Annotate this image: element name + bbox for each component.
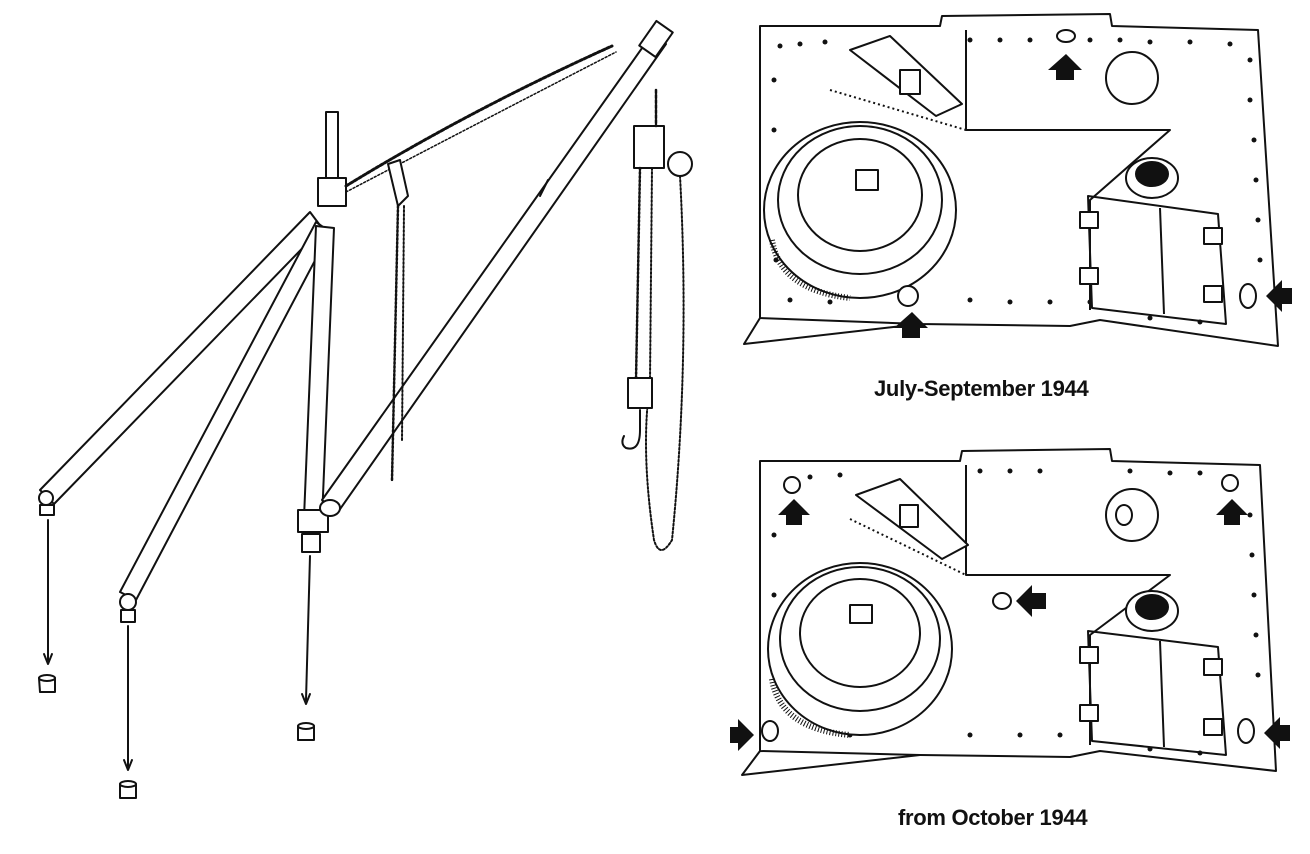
turret-roof-plate-icon — [743, 13, 1292, 347]
mounting-socket-icon — [1056, 29, 1076, 43]
mounting-socket-icon — [992, 592, 1012, 610]
arrow-icon — [1216, 499, 1248, 525]
mounting-socket-icon — [897, 285, 919, 307]
mounting-socket-icon — [783, 476, 801, 494]
mounting-socket-icon — [119, 780, 137, 799]
mounting-socket-icon — [1221, 474, 1239, 492]
arrow-icon — [1266, 280, 1292, 312]
arrow-icon — [778, 499, 810, 525]
turret-roof-plate-icon — [730, 448, 1290, 776]
arrow-icon — [1264, 717, 1290, 749]
arrow-icon — [730, 719, 754, 751]
mounting-socket-icon — [761, 720, 779, 742]
arrow-icon — [1048, 54, 1082, 80]
mounting-socket-icon — [1237, 718, 1255, 744]
mounting-socket-icon — [297, 722, 315, 741]
tripod-gantry-crane-icon — [38, 19, 693, 799]
caption-from-october-1944: from October 1944 — [898, 805, 1088, 830]
turret-plate-late — [730, 435, 1310, 795]
tripod-crane-illustration — [38, 19, 693, 799]
arrow-icon — [1016, 585, 1046, 617]
mounting-socket-icon — [38, 674, 56, 693]
caption-july-september-1944: July-September 1944 — [874, 376, 1089, 401]
turret-plate-early — [730, 0, 1310, 360]
arrow-icon — [894, 312, 928, 338]
mounting-socket-icon — [1239, 283, 1257, 309]
